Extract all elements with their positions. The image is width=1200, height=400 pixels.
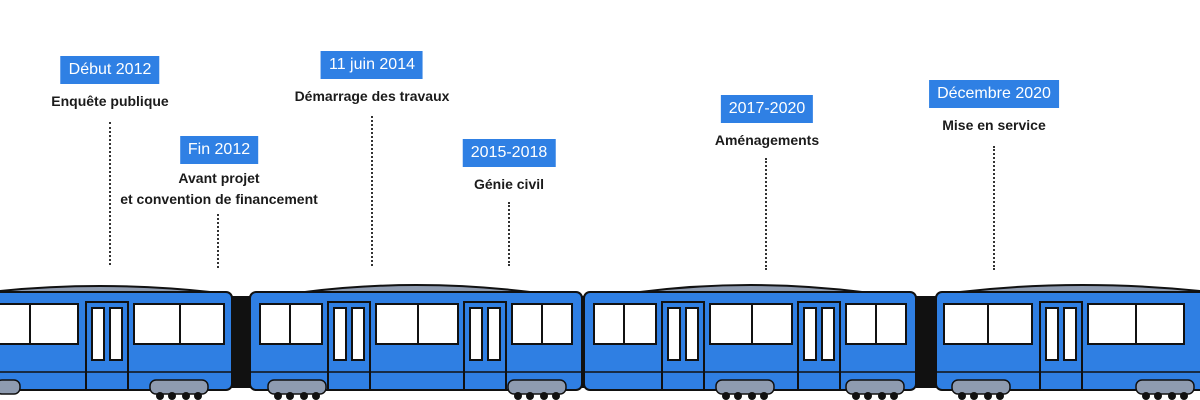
train-car-4	[935, 284, 1200, 400]
milestone-1: Début 2012 Enquête publique	[51, 56, 169, 112]
train-car-1	[0, 285, 233, 400]
train-car-3	[583, 284, 917, 400]
date-badge: 2015-2018	[462, 139, 556, 167]
leader-line	[109, 122, 111, 265]
milestone-label: Aménagements	[714, 132, 820, 148]
train-illustration	[0, 284, 1200, 400]
milestone-label: Avant projet et convention de financemen…	[120, 170, 318, 207]
date-badge: Début 2012	[60, 56, 160, 84]
milestone-5: 2017-2020 Aménagements	[715, 95, 819, 151]
leader-line	[993, 146, 995, 270]
leader-line	[217, 214, 219, 268]
leader-line	[371, 116, 373, 266]
date-badge: Fin 2012	[179, 136, 259, 164]
milestone-4: 2015-2018 Génie civil	[462, 139, 556, 195]
milestone-label: Mise en service	[942, 117, 1046, 133]
leader-line	[508, 202, 510, 266]
date-badge: Décembre 2020	[929, 80, 1059, 108]
train-car-2	[249, 284, 583, 400]
date-badge: 2017-2020	[720, 95, 814, 123]
date-badge: 11 juin 2014	[321, 51, 423, 79]
milestone-6: Décembre 2020 Mise en service	[929, 80, 1059, 136]
milestone-3: 11 juin 2014 Démarrage des travaux	[294, 51, 450, 107]
milestone-label: Génie civil	[473, 176, 545, 192]
milestone-label: Enquête publique	[51, 93, 169, 109]
milestone-2: Fin 2012 Avant projet et convention de f…	[120, 136, 318, 210]
leader-line	[765, 158, 767, 270]
milestone-label: Démarrage des travaux	[294, 88, 450, 104]
